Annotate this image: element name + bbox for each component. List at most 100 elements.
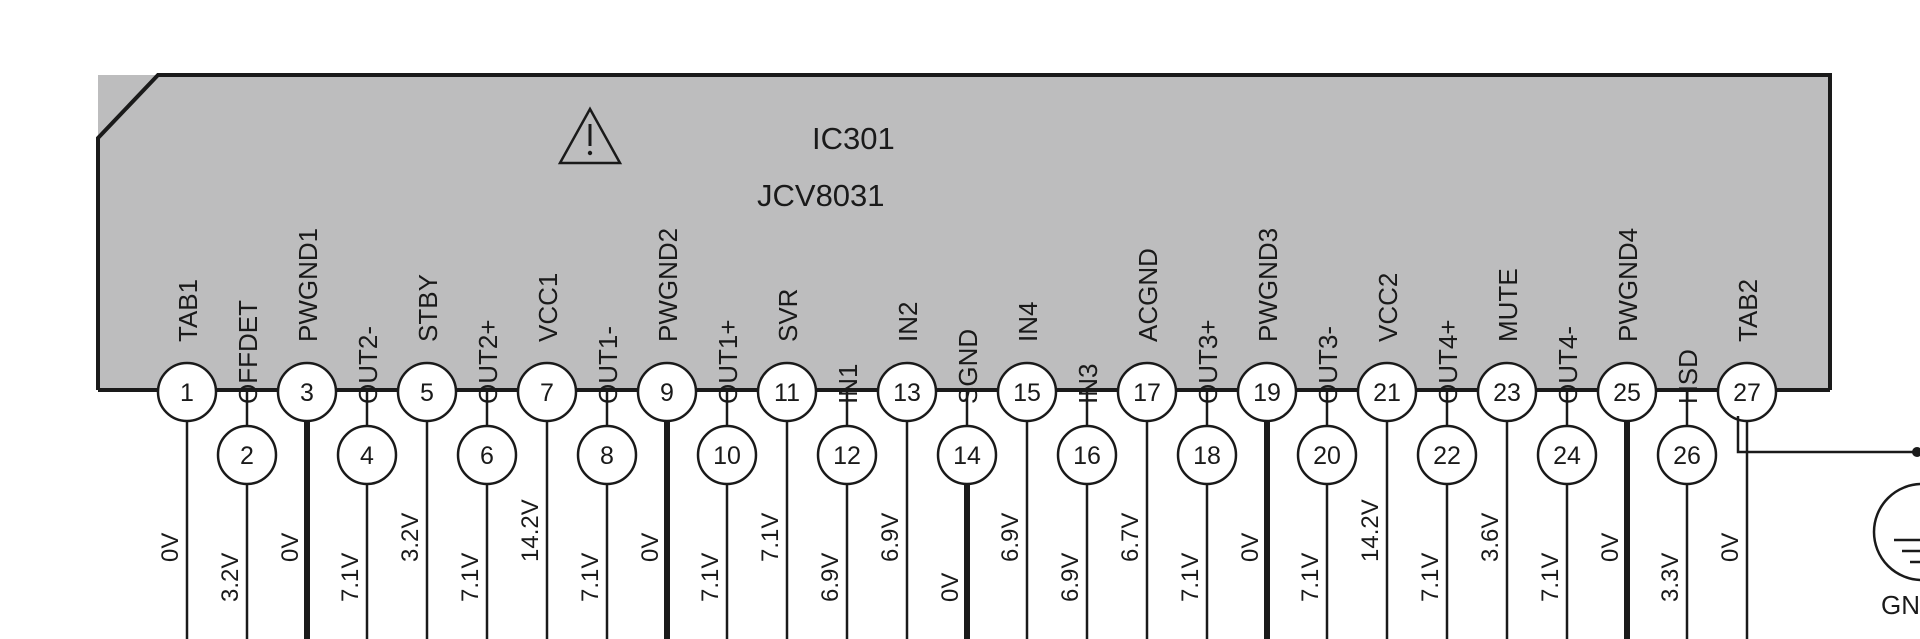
pin-number: 9 [660, 379, 674, 407]
pin-voltage: 6.9V [997, 513, 1024, 562]
pin-label: IN4 [1013, 302, 1043, 342]
pin-circle [1656, 424, 1718, 486]
pin-voltage: 14.2V [1357, 499, 1384, 562]
pin-circle [456, 424, 518, 486]
pin-voltage: 7.1V [457, 553, 484, 602]
pin-19: 19 PWGND3 0V [1236, 228, 1298, 639]
pin-voltage: 7.1V [1177, 553, 1204, 602]
pin-number: 5 [420, 379, 434, 407]
pin-label: VCC1 [533, 273, 563, 342]
pin-label: ACGND [1133, 248, 1163, 342]
pin-voltage: 7.1V [1417, 553, 1444, 602]
pin-voltage: 0V [1237, 533, 1264, 562]
pin-number: 15 [1013, 379, 1041, 407]
pin-2: 2 OFFDET 3.2V [216, 300, 278, 639]
pin-voltage: 7.1V [337, 553, 364, 602]
pin-label: OFFDET [233, 300, 263, 404]
ground-connection: GND [1736, 416, 1920, 620]
ic-part-number: JCV8031 [757, 178, 885, 213]
pin-number: 8 [600, 442, 614, 470]
pin-label: STBY [413, 274, 443, 342]
pin-circle [756, 361, 818, 423]
ic-outline [96, 73, 1832, 390]
pin-number: 3 [300, 379, 314, 407]
pin-circle [156, 361, 218, 423]
pin-voltage: 0V [1717, 533, 1744, 562]
pin-number: 1 [180, 379, 194, 407]
pin-label: IN3 [1073, 364, 1103, 404]
pin-circle [876, 361, 938, 423]
pin-voltage: 3.2V [397, 513, 424, 562]
pin-label: TAB2 [1733, 279, 1763, 342]
pin-label: PWGND1 [293, 228, 323, 342]
pin-27: 27 TAB2 0V [1716, 279, 1778, 639]
pin-label: PWGND2 [653, 228, 683, 342]
pin-circle [336, 424, 398, 486]
pin-voltage: 6.7V [1117, 513, 1144, 562]
pin-label: OUT2- [353, 326, 383, 404]
pin-circle [1716, 361, 1778, 423]
pin-label: OUT2+ [473, 319, 503, 404]
pin-8: 8 OUT1- 7.1V [576, 326, 638, 639]
pin-voltage: 0V [937, 573, 964, 602]
pin-number: 22 [1433, 442, 1461, 470]
pin-label: SVR [773, 289, 803, 342]
pin-number: 10 [713, 442, 741, 470]
pin-label: PWGND4 [1613, 228, 1643, 342]
pin-22: 22 OUT4+ 7.1V [1416, 319, 1478, 639]
pin-label: OUT4+ [1433, 319, 1463, 404]
pin-5: 5 STBY 3.2V [396, 274, 458, 639]
pin-15: 15 IN4 6.9V [996, 302, 1058, 639]
ground-symbol-icon [1872, 482, 1920, 582]
pin-label: PWGND3 [1253, 228, 1283, 342]
ground-label: GND [1881, 590, 1920, 620]
pin-label: OUT1- [593, 326, 623, 404]
pin-number: 2 [240, 442, 254, 470]
pin-number: 23 [1493, 379, 1521, 407]
pin-number: 26 [1673, 442, 1701, 470]
pin-number: 24 [1553, 442, 1581, 470]
pin-number: 19 [1253, 379, 1281, 407]
pin-circle [1476, 361, 1538, 423]
pin-voltage: 0V [157, 533, 184, 562]
pin-label: OUT3+ [1193, 319, 1223, 404]
pin-number: 4 [360, 442, 374, 470]
pin-voltage: 6.9V [817, 553, 844, 602]
pin-voltage: 7.1V [757, 513, 784, 562]
pin-1: 1 TAB1 0V [156, 279, 218, 639]
pin-circle [636, 361, 698, 423]
junction-dot [1912, 447, 1920, 457]
pin-number: 13 [893, 379, 921, 407]
pin-voltage: 7.1V [1297, 553, 1324, 602]
pin-voltage: 7.1V [697, 553, 724, 602]
pin-circle [1596, 361, 1658, 423]
ic-body [98, 75, 1830, 390]
pin-number: 21 [1373, 379, 1401, 407]
pin-number: 11 [774, 379, 800, 407]
pin-number: 6 [480, 442, 494, 470]
pin-circle [276, 361, 338, 423]
pin-voltage: 0V [1597, 533, 1624, 562]
pin-circle [1116, 361, 1178, 423]
pin-label: TAB1 [173, 279, 203, 342]
pin-label: MUTE [1493, 268, 1523, 342]
pin-circle [1356, 361, 1418, 423]
pin-label: SGND [953, 329, 983, 404]
pin-voltage: 3.2V [217, 553, 244, 602]
pin-voltage: 7.1V [1537, 553, 1564, 602]
pin-number: 7 [540, 379, 554, 407]
pin-circle [1536, 424, 1598, 486]
pin-voltage: 7.1V [577, 553, 604, 602]
pin-number: 20 [1313, 442, 1341, 470]
pin-number: 27 [1733, 379, 1761, 407]
